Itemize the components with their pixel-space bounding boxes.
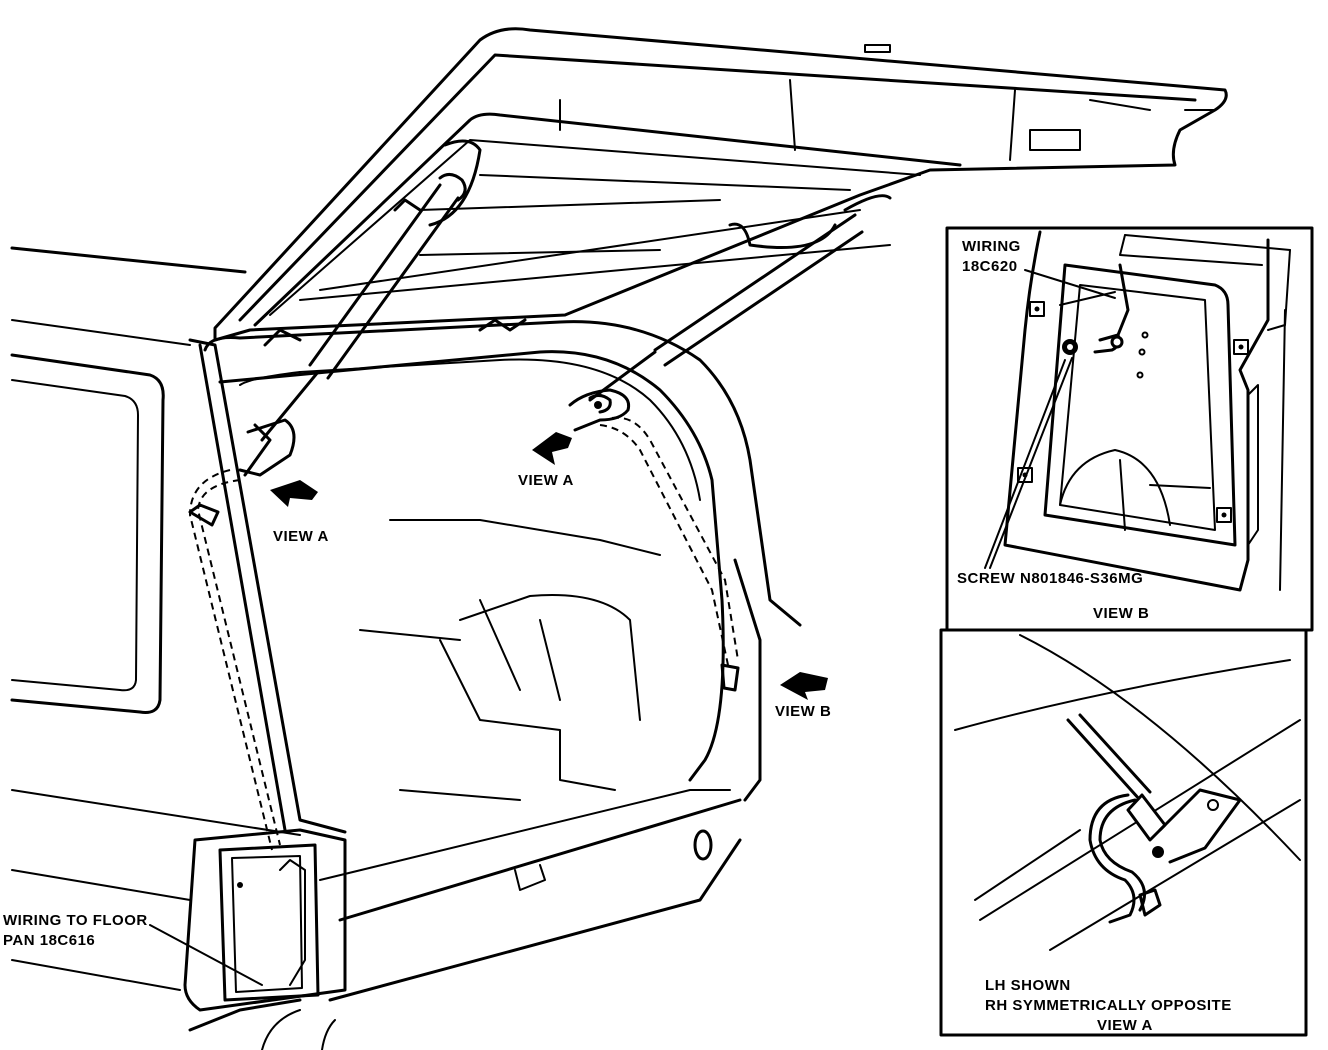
- floor-wiring-leader: [149, 924, 263, 986]
- vehicle-rear-illustration: [10, 246, 802, 1050]
- view-a-left-arrow: [270, 480, 318, 507]
- inset-a-caption: VIEW A: [1097, 1017, 1153, 1034]
- view-a-center-arrow: [532, 432, 572, 465]
- inset-b-wiring-label-1: WIRING: [962, 238, 1021, 255]
- rh-ball-stud: [568, 388, 631, 432]
- hidden-wiring-lh: [188, 469, 281, 851]
- lh-gas-strut: [260, 139, 482, 442]
- lh-ball-stud: [238, 418, 296, 477]
- bumper-hole: [693, 829, 713, 861]
- wiring-floor-label-1: WIRING TO FLOOR: [3, 912, 148, 929]
- view-b-inset: [945, 226, 1314, 632]
- inset-b-caption: VIEW B: [1093, 605, 1149, 622]
- view-a-inset: [939, 628, 1308, 1037]
- view-b-main-label: VIEW B: [775, 703, 831, 720]
- view-a-center-label: VIEW A: [518, 472, 574, 489]
- lh-access-panel: [183, 828, 347, 1012]
- inset-a-note-2: RH SYMMETRICALLY OPPOSITE: [985, 997, 1232, 1014]
- hidden-wiring-rh: [599, 416, 740, 692]
- side-window: [10, 353, 165, 714]
- liftgate-door: [213, 27, 1228, 347]
- view-b-main-arrow: [780, 672, 828, 700]
- inset-b-wiring-label-2: 18C620: [962, 258, 1018, 275]
- inset-a-note-1: LH SHOWN: [985, 977, 1071, 994]
- view-a-left-label: VIEW A: [273, 528, 329, 545]
- inset-b-screw-label: SCREW N801846-S36MG: [957, 570, 1143, 587]
- wiring-floor-label-2: PAN 18C616: [3, 932, 95, 949]
